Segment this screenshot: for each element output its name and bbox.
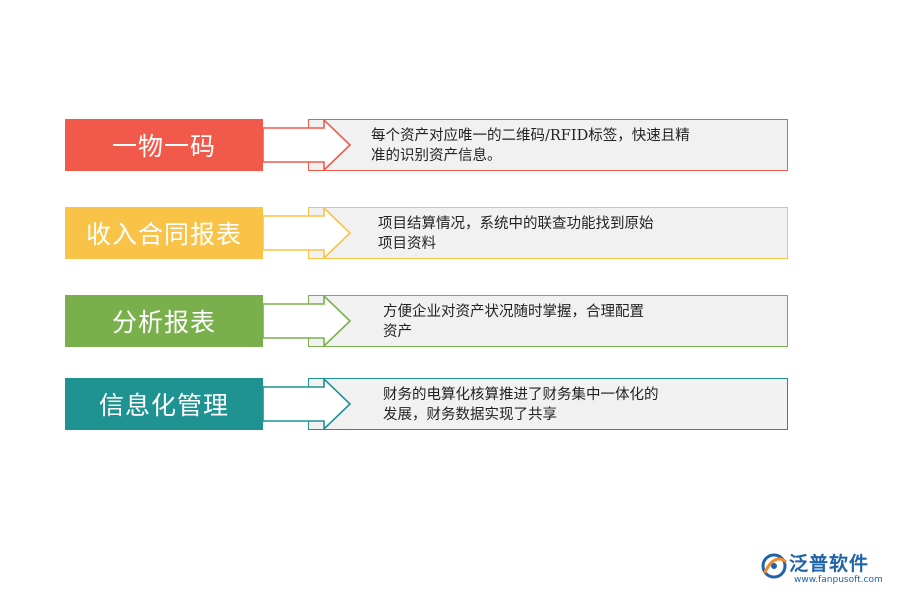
arrow-right-icon: [262, 295, 352, 347]
step-desc-2-line-2: 项目资料: [378, 236, 436, 252]
brand-logo: 泛普软件 www.fanpusoft.com: [760, 548, 890, 592]
step-desc-4-line-1: 财务的电算化核算推进了财务集中一体化的: [383, 387, 659, 403]
step-desc-4: 财务的电算化核算推进了财务集中一体化的 发展，财务数据实现了共享: [383, 385, 733, 425]
step-row-1: 一物一码 每个资产对应唯一的二维码/RFID标签，快速且精 准的识别资产信息。: [0, 119, 900, 171]
step-desc-3: 方便企业对资产状况随时掌握，合理配置 资产: [383, 302, 733, 342]
arrow-right-icon: [262, 119, 352, 171]
arrow-right-icon: [262, 207, 352, 259]
step-label-2: 收入合同报表: [65, 207, 263, 259]
step-row-4: 信息化管理 财务的电算化核算推进了财务集中一体化的 发展，财务数据实现了共享: [0, 378, 900, 430]
step-desc-box-1: 每个资产对应唯一的二维码/RFID标签，快速且精 准的识别资产信息。: [308, 119, 788, 171]
step-desc-box-4: 财务的电算化核算推进了财务集中一体化的 发展，财务数据实现了共享: [308, 378, 788, 430]
step-desc-1: 每个资产对应唯一的二维码/RFID标签，快速且精 准的识别资产信息。: [371, 126, 721, 166]
step-desc-box-3: 方便企业对资产状况随时掌握，合理配置 资产: [308, 295, 788, 347]
step-desc-1-line-2: 准的识别资产信息。: [371, 148, 502, 164]
step-row-2: 收入合同报表 项目结算情况，系统中的联查功能找到原始 项目资料: [0, 207, 900, 259]
brand-url: www.fanpusoft.com: [794, 575, 883, 585]
step-desc-box-2: 项目结算情况，系统中的联查功能找到原始 项目资料: [308, 207, 788, 259]
step-label-4: 信息化管理: [65, 378, 263, 430]
step-label-3: 分析报表: [65, 295, 263, 347]
step-desc-2-line-1: 项目结算情况，系统中的联查功能找到原始: [378, 216, 654, 232]
step-desc-4-line-2: 发展，财务数据实现了共享: [383, 407, 557, 423]
arrow-right-icon: [262, 378, 352, 430]
step-label-1: 一物一码: [65, 119, 263, 171]
brand-mark-icon: [761, 553, 787, 579]
step-desc-2: 项目结算情况，系统中的联查功能找到原始 项目资料: [378, 214, 728, 254]
step-desc-3-line-2: 资产: [383, 324, 412, 340]
step-desc-3-line-1: 方便企业对资产状况随时掌握，合理配置: [383, 304, 644, 320]
step-row-3: 分析报表 方便企业对资产状况随时掌握，合理配置 资产: [0, 295, 900, 347]
step-desc-1-line-1: 每个资产对应唯一的二维码/RFID标签，快速且精: [371, 128, 690, 144]
brand-name: 泛普软件: [789, 553, 870, 575]
